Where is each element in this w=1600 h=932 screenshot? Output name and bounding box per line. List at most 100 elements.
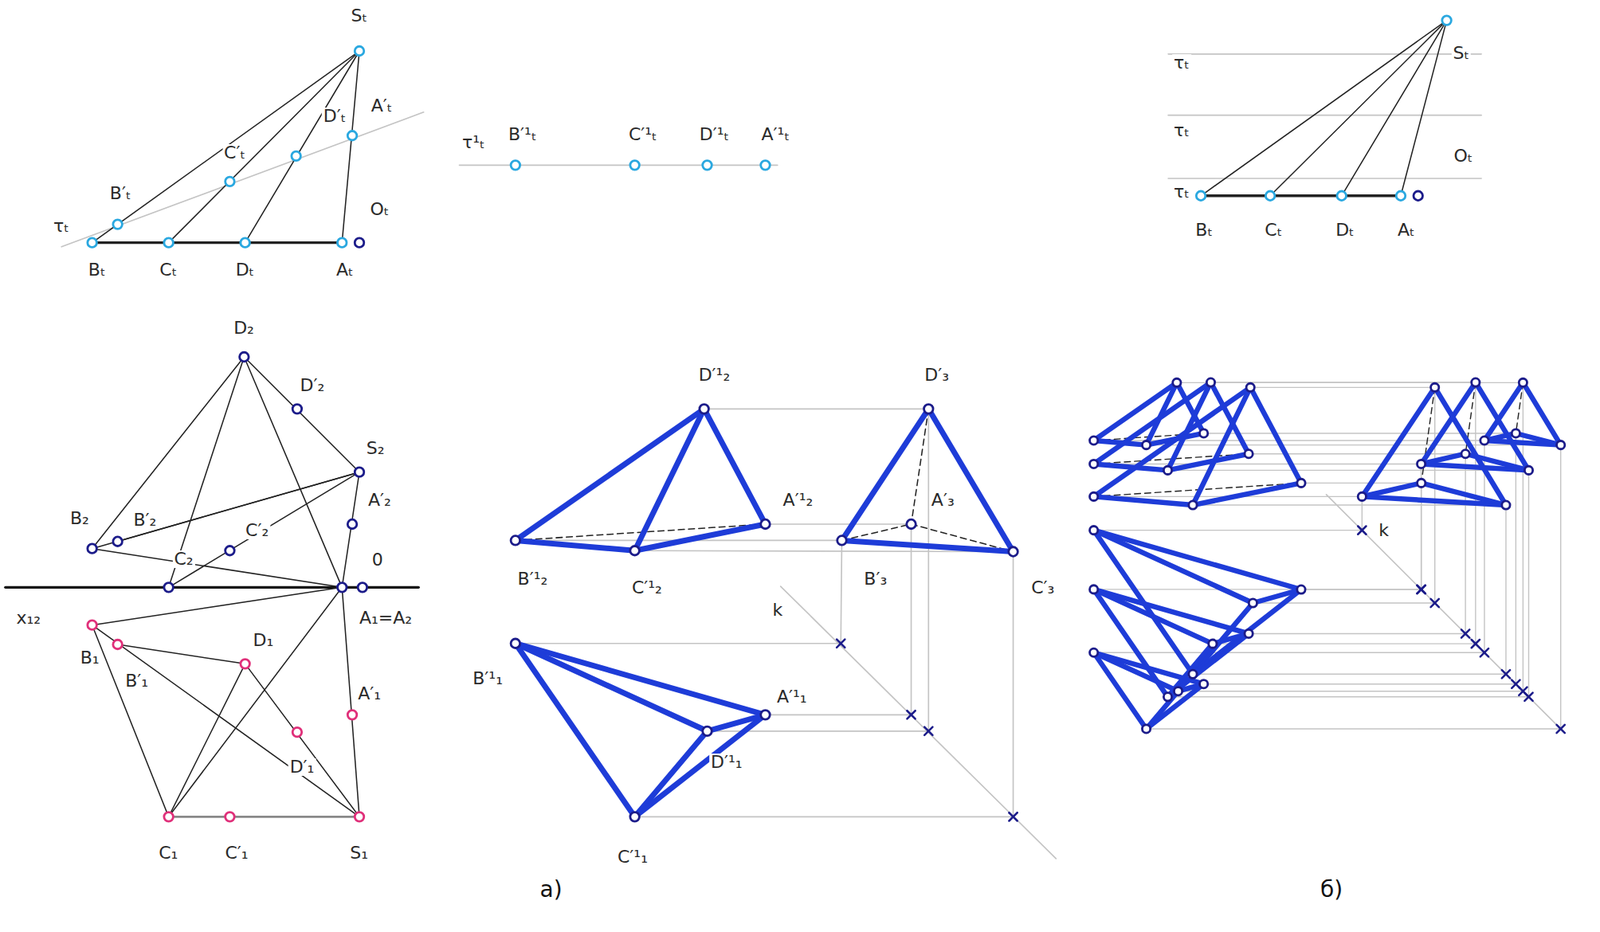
point-label: Sₜ <box>349 7 369 25</box>
point-label: Cₜ <box>1262 221 1284 240</box>
point-marker <box>240 659 251 670</box>
link-line <box>1248 453 1466 455</box>
cross-mark <box>1556 725 1565 734</box>
projecting-ray <box>341 50 360 244</box>
cross-mark <box>1416 585 1425 594</box>
trace-line <box>458 164 777 167</box>
point-marker <box>337 238 347 248</box>
point-marker <box>292 727 302 738</box>
point-marker <box>1518 378 1527 387</box>
visible-edge <box>515 643 766 716</box>
visible-edge <box>1094 387 1251 497</box>
point-marker <box>164 812 174 823</box>
point-label: Sₜ <box>1451 44 1471 63</box>
point-label: A′₂ <box>366 491 393 510</box>
visible-edge <box>1212 633 1249 644</box>
tetrahedron-edges <box>515 382 1561 817</box>
projection-edge <box>92 549 343 589</box>
point-marker <box>354 467 365 478</box>
point-label: A₁=A₂ <box>357 609 414 628</box>
cross-mark <box>1416 585 1425 594</box>
link-line <box>1212 643 1476 644</box>
link-line <box>1505 505 1506 675</box>
point-marker <box>760 710 771 721</box>
point-marker <box>702 160 713 171</box>
link-line <box>1464 454 1466 635</box>
point-label: D′¹₁ <box>709 753 745 772</box>
point-label: B′₃ <box>862 570 889 589</box>
point-label: B′¹₂ <box>516 570 550 589</box>
visible-edge <box>1094 652 1147 730</box>
cross-mark <box>1471 639 1480 648</box>
point-marker <box>1501 501 1510 510</box>
point-marker <box>1480 436 1489 445</box>
point-marker <box>510 536 521 546</box>
link-line <box>1434 387 1436 604</box>
link-line <box>1178 690 1524 692</box>
base-line <box>1200 194 1401 197</box>
point-marker <box>1471 378 1480 387</box>
visible-edge <box>1146 684 1204 730</box>
cross-mark <box>1480 648 1489 657</box>
point-label: D′₃ <box>922 366 951 385</box>
link-line <box>1192 674 1506 675</box>
projecting-ray <box>1400 20 1448 197</box>
projection-edge <box>245 663 360 817</box>
cross-mark <box>1357 526 1366 535</box>
point-marker <box>1090 585 1099 594</box>
point-label: D′¹ₜ <box>698 125 731 144</box>
point-marker <box>113 639 123 650</box>
projection-edge <box>168 815 360 819</box>
cross-mark <box>1518 687 1527 696</box>
projection-edge <box>168 472 360 589</box>
point-marker <box>164 238 174 248</box>
point-label: D₁ <box>251 631 276 650</box>
point-marker <box>1244 629 1253 638</box>
visible-edge <box>707 714 766 731</box>
point-marker <box>164 583 174 593</box>
point-marker <box>630 160 640 171</box>
point-marker <box>1173 687 1182 696</box>
cross-mark <box>1461 629 1470 638</box>
point-label: Dₜ <box>1333 221 1356 240</box>
visible-edge <box>1252 589 1302 604</box>
point-marker <box>225 176 236 187</box>
point-marker <box>510 639 521 649</box>
point-marker <box>1461 450 1470 459</box>
visible-edge <box>635 408 705 551</box>
point-label: A′₃ <box>929 491 957 510</box>
point-marker <box>1090 459 1099 468</box>
point-marker <box>291 151 302 161</box>
point-marker <box>239 352 250 362</box>
link-line <box>1248 633 1466 635</box>
point-marker <box>1431 383 1440 392</box>
point-marker <box>1297 585 1306 594</box>
link-line <box>1012 552 1015 818</box>
point-marker <box>1090 492 1099 501</box>
visible-edge <box>928 408 1013 552</box>
cross-mark <box>1471 639 1480 648</box>
point-marker <box>357 583 368 593</box>
point-marker <box>1556 441 1565 450</box>
point-label: x₁₂ <box>15 609 44 628</box>
link-line <box>515 643 841 645</box>
point-marker <box>1417 478 1426 487</box>
point-label: A′¹₁ <box>775 688 809 706</box>
point-marker <box>924 404 934 415</box>
projection-edge <box>117 472 360 542</box>
point-label: B′₂ <box>131 511 158 530</box>
point-label: C′¹₂ <box>630 579 664 597</box>
visible-edge <box>1421 454 1467 465</box>
point-label: B′¹ₜ <box>506 125 538 144</box>
point-marker <box>87 620 98 631</box>
link-line <box>840 540 842 644</box>
visible-edge <box>1146 382 1177 445</box>
point-label: C′¹ₜ <box>627 125 659 144</box>
point-label: S₁ <box>348 844 370 863</box>
axis-x12 <box>5 586 419 589</box>
point-label: Oₜ <box>368 200 391 219</box>
point-label: C′₃ <box>1029 579 1056 597</box>
visible-edge <box>1421 482 1506 506</box>
point-label: C′ₜ <box>222 144 248 162</box>
cross-mark <box>1008 812 1017 821</box>
